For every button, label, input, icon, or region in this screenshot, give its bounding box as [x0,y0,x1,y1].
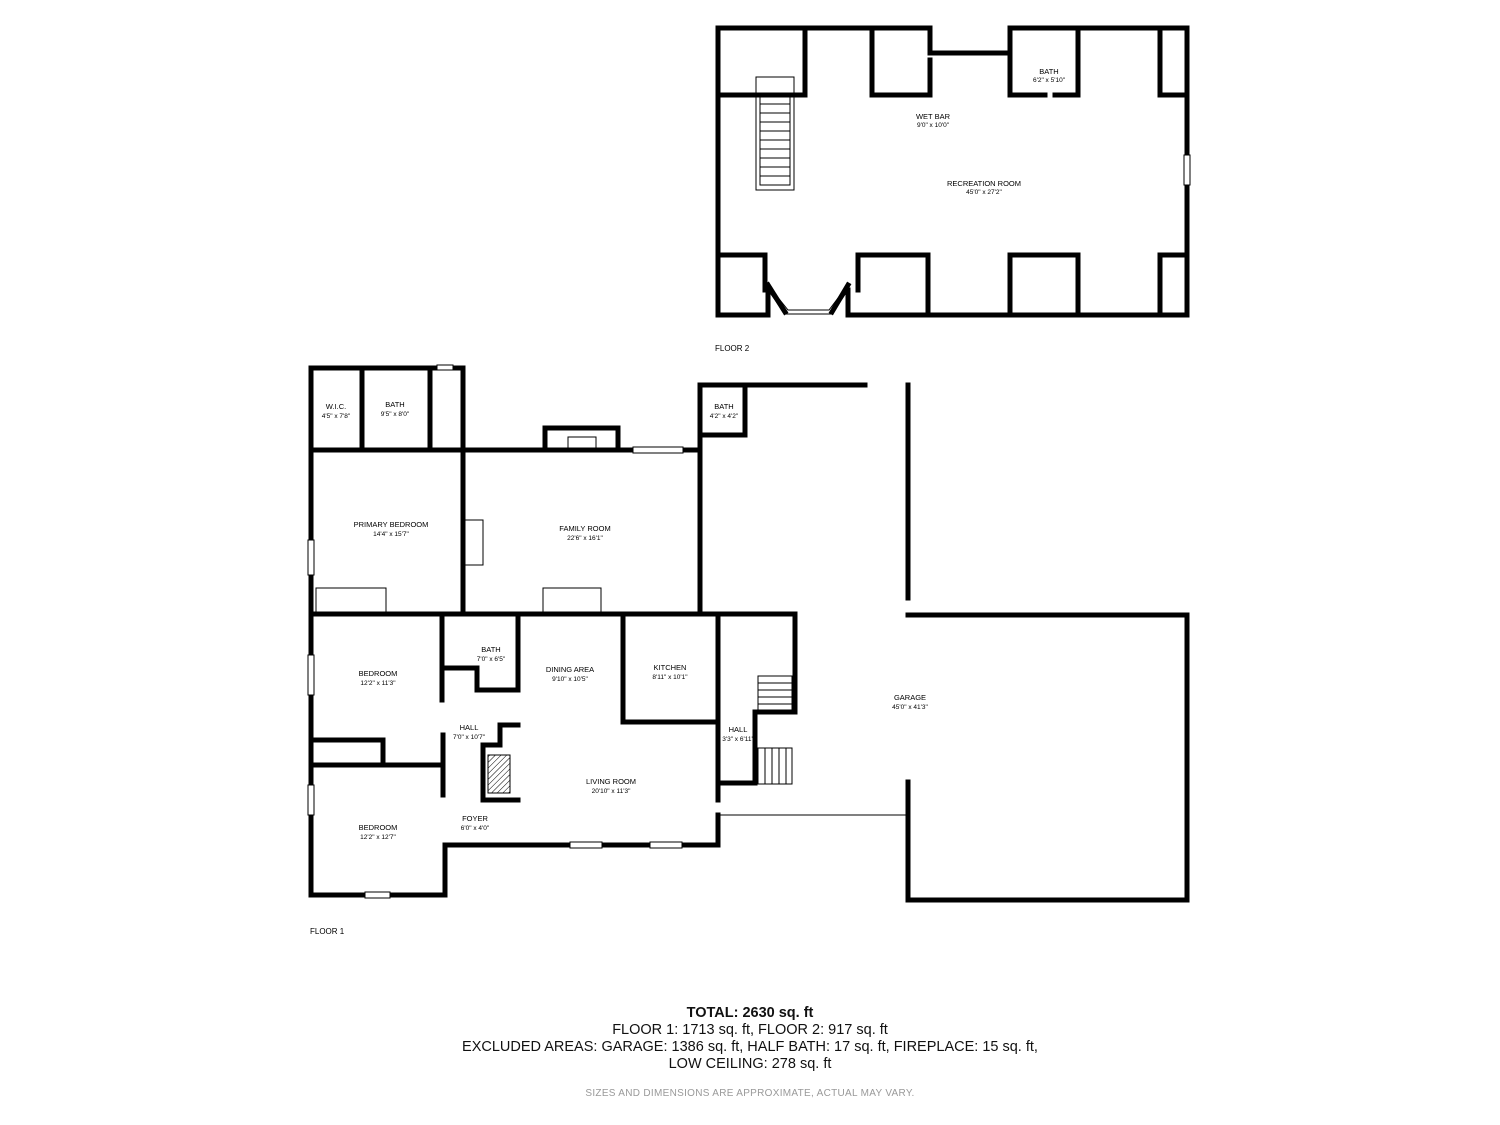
half-bath-dim: 4'2" x 4'2" [710,413,739,420]
closet-top-left [717,25,808,98]
family-room-dim: 22'6" x 16'1" [567,535,603,542]
kitchen-dim: 8'11" x 10'1" [652,674,688,681]
wic-name: W.I.C. [326,402,346,411]
living-room-name: LIVING ROOM [586,777,636,786]
total-area: TOTAL: 2630 sq. ft [686,1005,814,1021]
back-hall-walls [717,611,798,786]
floor-2-plan: BATH 6'2" x 5'10" WET BAR 9'0" x 10'0" R… [715,25,1191,353]
floor-1-label: FLOOR 1 [310,927,345,936]
floor-2-bath-dim: 6'2" x 5'10" [1033,77,1066,84]
bedroom-1-window [307,654,315,696]
kitchen-walls [620,613,721,725]
hall-2-dim: 3'3" x 6'11" [722,736,754,743]
bedroom-2-window-west [307,784,315,816]
hall-bath-name: BATH [481,645,500,654]
excluded-areas: EXCLUDED AREAS: GARAGE: 1386 sq. ft, HAL… [462,1039,1038,1055]
recreation-room-name: RECREATION ROOM [947,179,1021,188]
dining-area-name: DINING AREA [546,665,594,674]
half-bath-name: BATH [714,402,733,411]
living-room-window-2 [649,841,683,849]
bedroom-closet-walls [310,737,446,768]
living-room-window-1 [569,841,603,849]
foyer-name: FOYER [462,814,488,823]
wic-dim: 4'5" x 7'8" [322,413,351,420]
garage-walls [905,612,1190,903]
bedroom-2-window-south [364,891,391,899]
living-room-fireplace-walls [480,722,521,803]
primary-bath-window [436,364,454,371]
recreation-room-dim: 45'0" x 27'2" [966,189,1002,196]
garage-dim: 45'0" x 41'3" [892,704,928,711]
low-ceiling-area: LOW CEILING: 278 sq. ft [668,1056,832,1072]
primary-bath-name: BATH [385,400,404,409]
floor-2-stair-treads [759,94,791,186]
disclaimer: SIZES AND DIMENSIONS ARE APPROXIMATE, AC… [585,1088,915,1099]
half-bath-outer [697,382,868,615]
closet-bottom-left [717,252,768,293]
floor-2-stairs [755,76,795,191]
kitchen-name: KITCHEN [654,663,687,672]
family-room-cabinet [542,587,602,615]
floor-1-outer-walls-west-south [308,447,721,898]
half-bath-walls [702,385,748,438]
hall-1-name: HALL [460,723,479,732]
living-room-fireplace [487,754,511,794]
primary-bath-dim: 9'5" x 8'0" [381,411,410,418]
bay-wall-right [828,281,852,316]
primary-suite-outer-walls [308,365,466,453]
hall-bath-dim: 7'0" x 6'5" [477,656,506,663]
closet-bottom-mid2 [1007,252,1081,316]
closet-bottom-right [1157,252,1188,316]
floor-2-label: FLOOR 2 [715,344,750,353]
area-summary: TOTAL: 2630 sq. ft FLOOR 1: 1713 sq. ft,… [0,1005,1500,1073]
floor-2-outer-walls [715,25,1190,318]
closet-top-mid [869,25,933,98]
garage-name: GARAGE [894,693,926,702]
floor-2-bath-walls [1007,25,1081,98]
bedroom-1-dim: 12'2" x 11'3" [360,680,396,687]
floor-2-bath-name: BATH [1039,67,1058,76]
family-room-window [632,446,684,454]
floor-areas: FLOOR 1: 1713 sq. ft, FLOOR 2: 917 sq. f… [612,1022,888,1038]
closet-bottom-mid [855,252,931,316]
bay-wall-left [764,281,789,316]
primary-bedroom-window [307,539,315,576]
hall-1-dim: 7'0" x 10'7" [453,734,486,741]
wet-bar-dim: 9'0" x 10'0" [917,122,950,129]
primary-bedroom-dim: 14'4" x 15'7" [373,531,409,538]
living-room-dim: 20'10" x 11'3" [592,788,631,795]
bedroom-2-name: BEDROOM [359,823,398,832]
floor-2-window-east [1183,154,1191,186]
floor-1-plan: W.I.C. 4'5" x 7'8" BATH 9'5" x 8'0" BATH… [307,364,1190,936]
bedroom-2-dim: 12'2" x 12'7" [360,834,396,841]
family-room-closet [462,519,484,566]
primary-bedroom-name: PRIMARY BEDROOM [354,520,429,529]
hall-bath-walls [442,613,521,693]
family-room-fireplace-walls [542,425,621,453]
family-room-name: FAMILY ROOM [559,524,610,533]
foyer-dim: 6'0" x 4'0" [461,825,490,832]
dining-area-dim: 9'10" x 10'5" [552,676,588,683]
bedroom-1-name: BEDROOM [359,669,398,678]
fireplace-hearth [567,436,597,451]
closet-top-right [1157,25,1188,98]
primary-bedroom-closet [315,587,387,615]
back-hall-stairs [757,675,793,785]
hall-2-name: HALL [729,725,748,734]
wet-bar-name: WET BAR [916,112,951,121]
